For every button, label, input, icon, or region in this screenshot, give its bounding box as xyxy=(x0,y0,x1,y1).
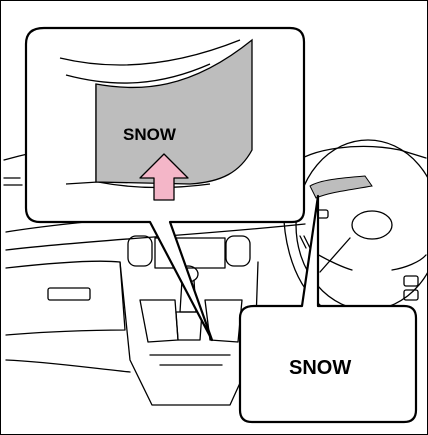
snow-switch-highlight xyxy=(310,176,372,198)
switch-callout: SNOW xyxy=(240,196,416,422)
inset-callout: SNOW xyxy=(26,28,304,340)
callout-snow-label: SNOW xyxy=(289,357,351,379)
inset-snow-label: SNOW xyxy=(123,125,177,144)
